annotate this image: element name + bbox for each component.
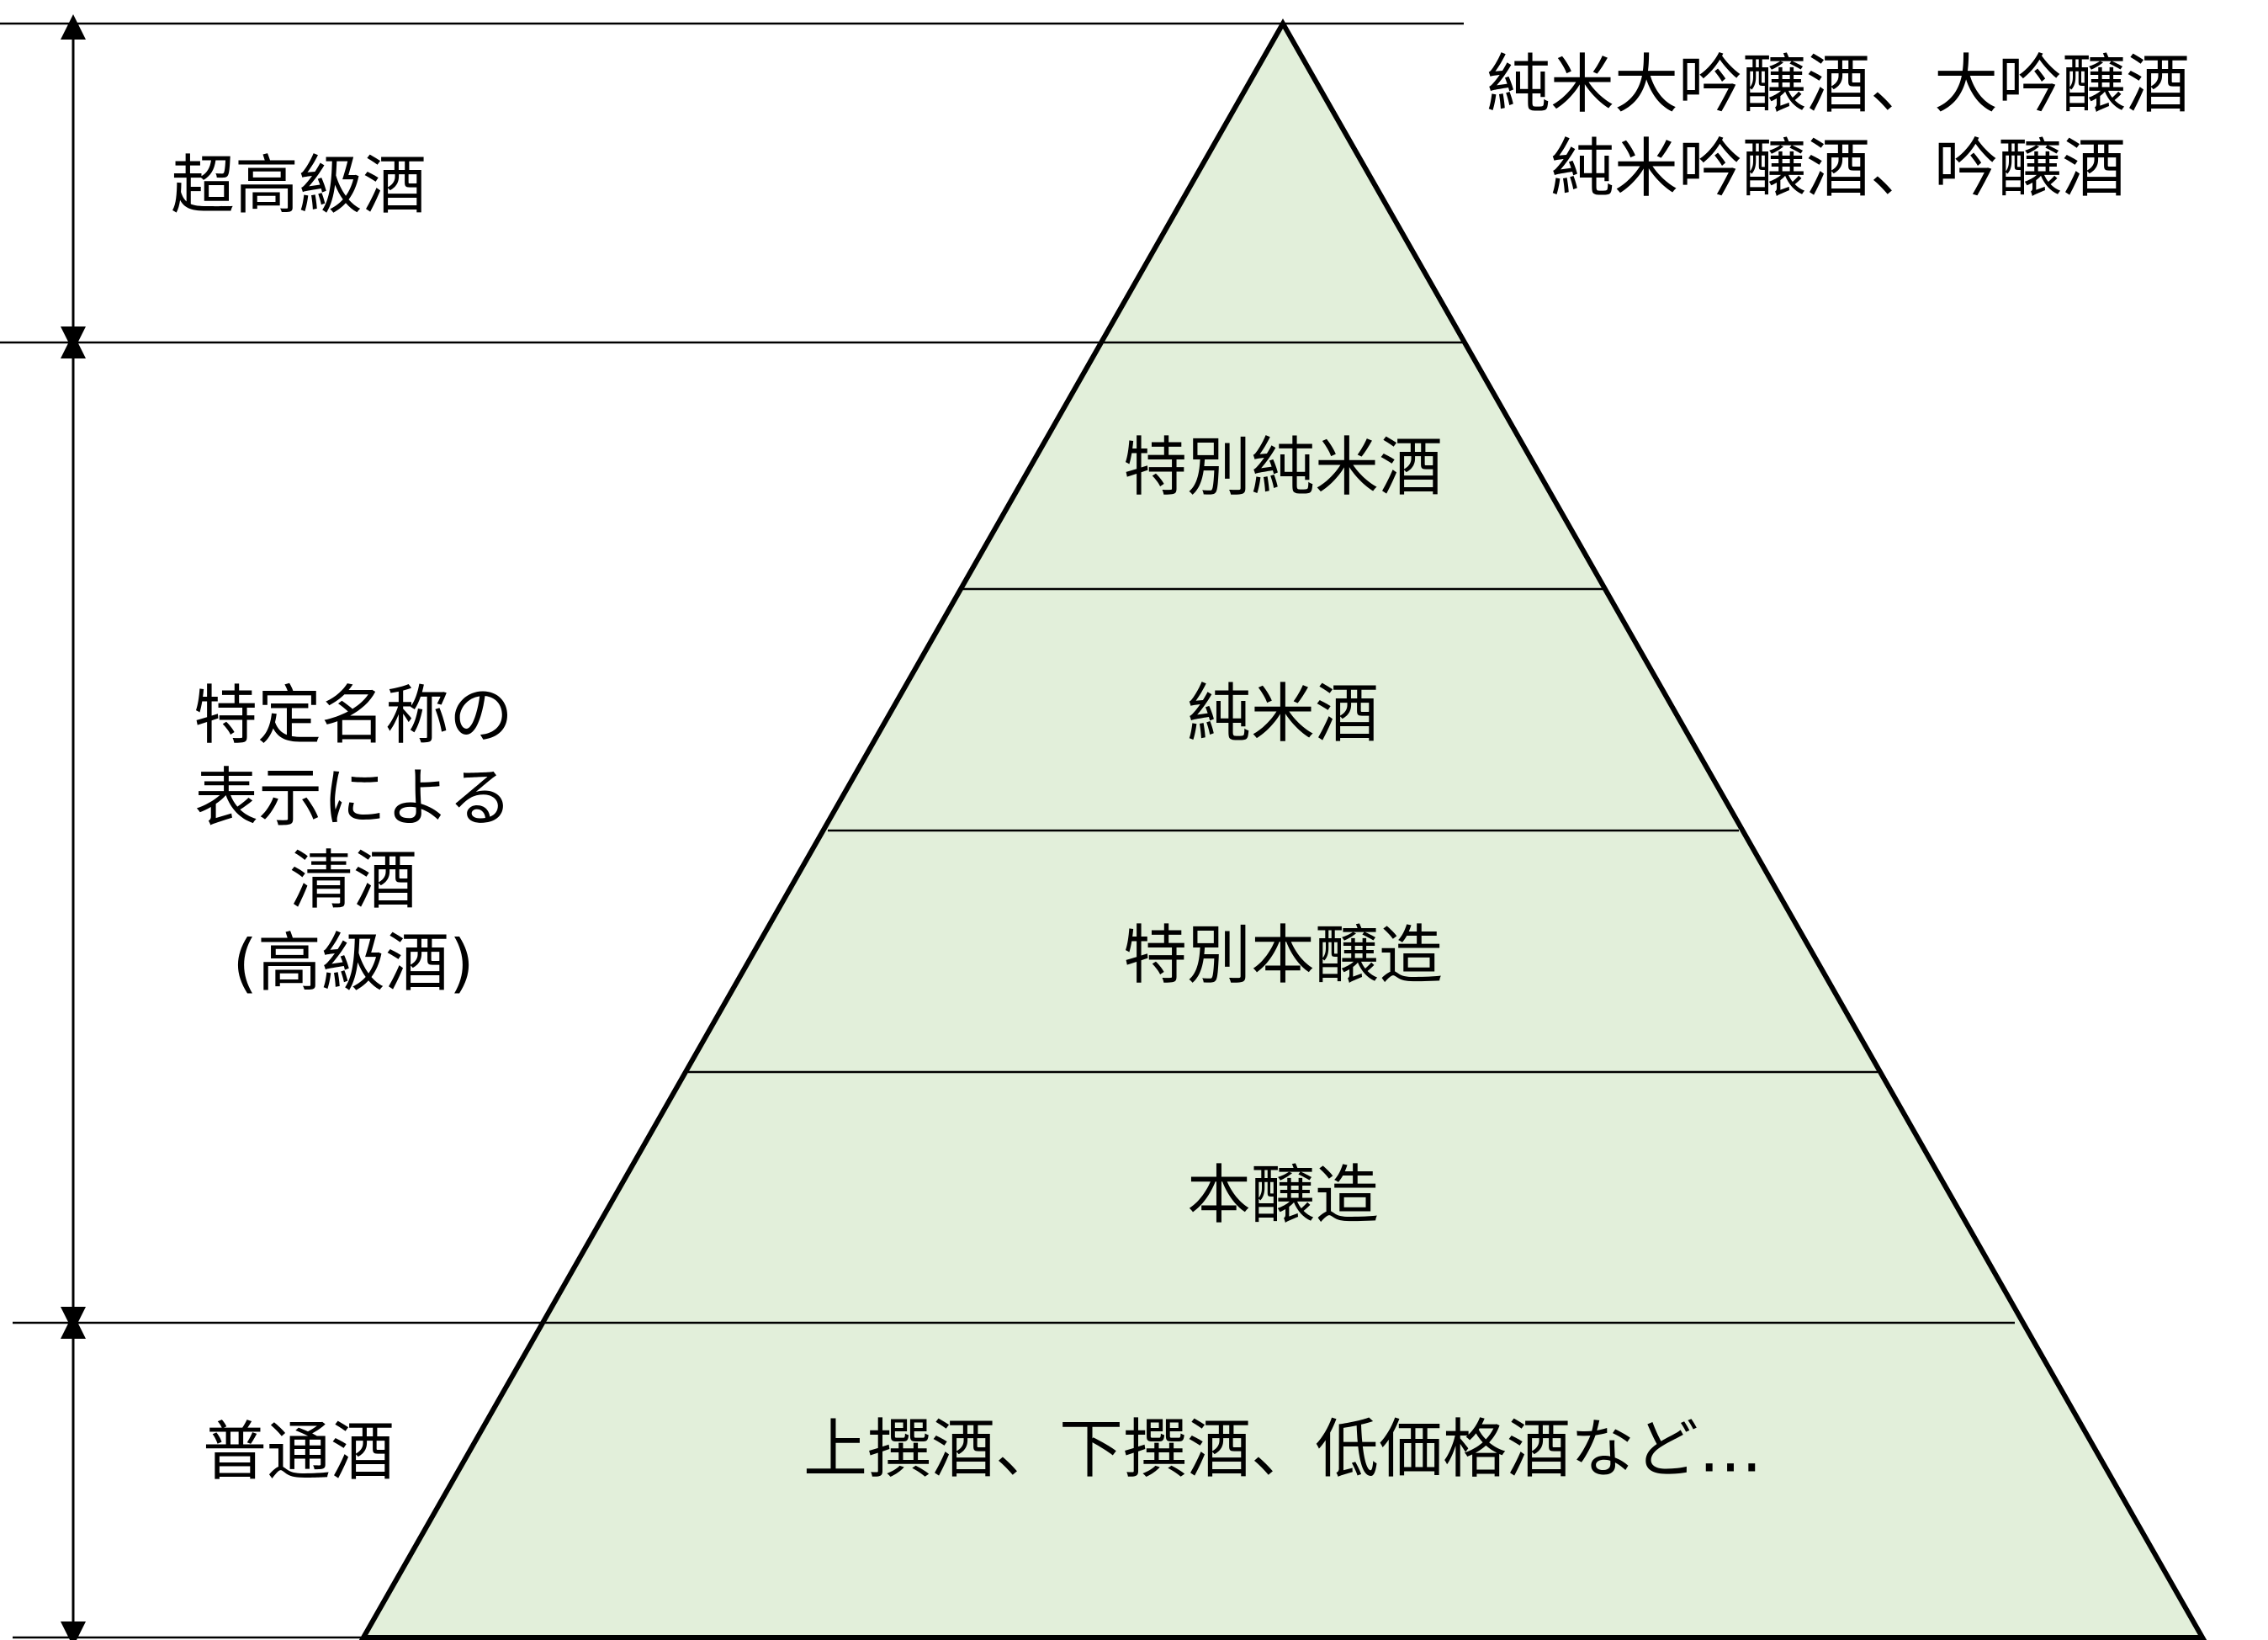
tier-label-top-line-1: 純米大吟醸酒、大吟醸酒	[1486, 47, 2190, 122]
tier-label-futsushu: 上撰酒、下撰酒、低価格酒など…	[803, 1412, 1762, 1487]
category-label-specific-name-line-1: 特定名称の	[193, 678, 513, 753]
category-label-specific-name-line-4: (高級酒)	[232, 926, 474, 1000]
category-label-super-premium: 超高級酒	[171, 148, 427, 223]
tier-label-junmai: 純米酒	[1187, 677, 1379, 751]
tier-label-tokubetsu-junmai: 特別純米酒	[1123, 430, 1443, 505]
category-label-ordinary: 普通酒	[203, 1414, 395, 1489]
category-label-specific-name-line-3: 清酒	[289, 843, 417, 918]
tier-label-honjozo: 本醸造	[1187, 1158, 1379, 1233]
category-label-specific-name-line-2: 表示による	[194, 761, 512, 836]
tier-label-tokubetsu-honjozo: 特別本醸造	[1123, 918, 1443, 993]
tier-label-top-line-2: 純米吟醸酒、吟醸酒	[1550, 131, 2126, 206]
